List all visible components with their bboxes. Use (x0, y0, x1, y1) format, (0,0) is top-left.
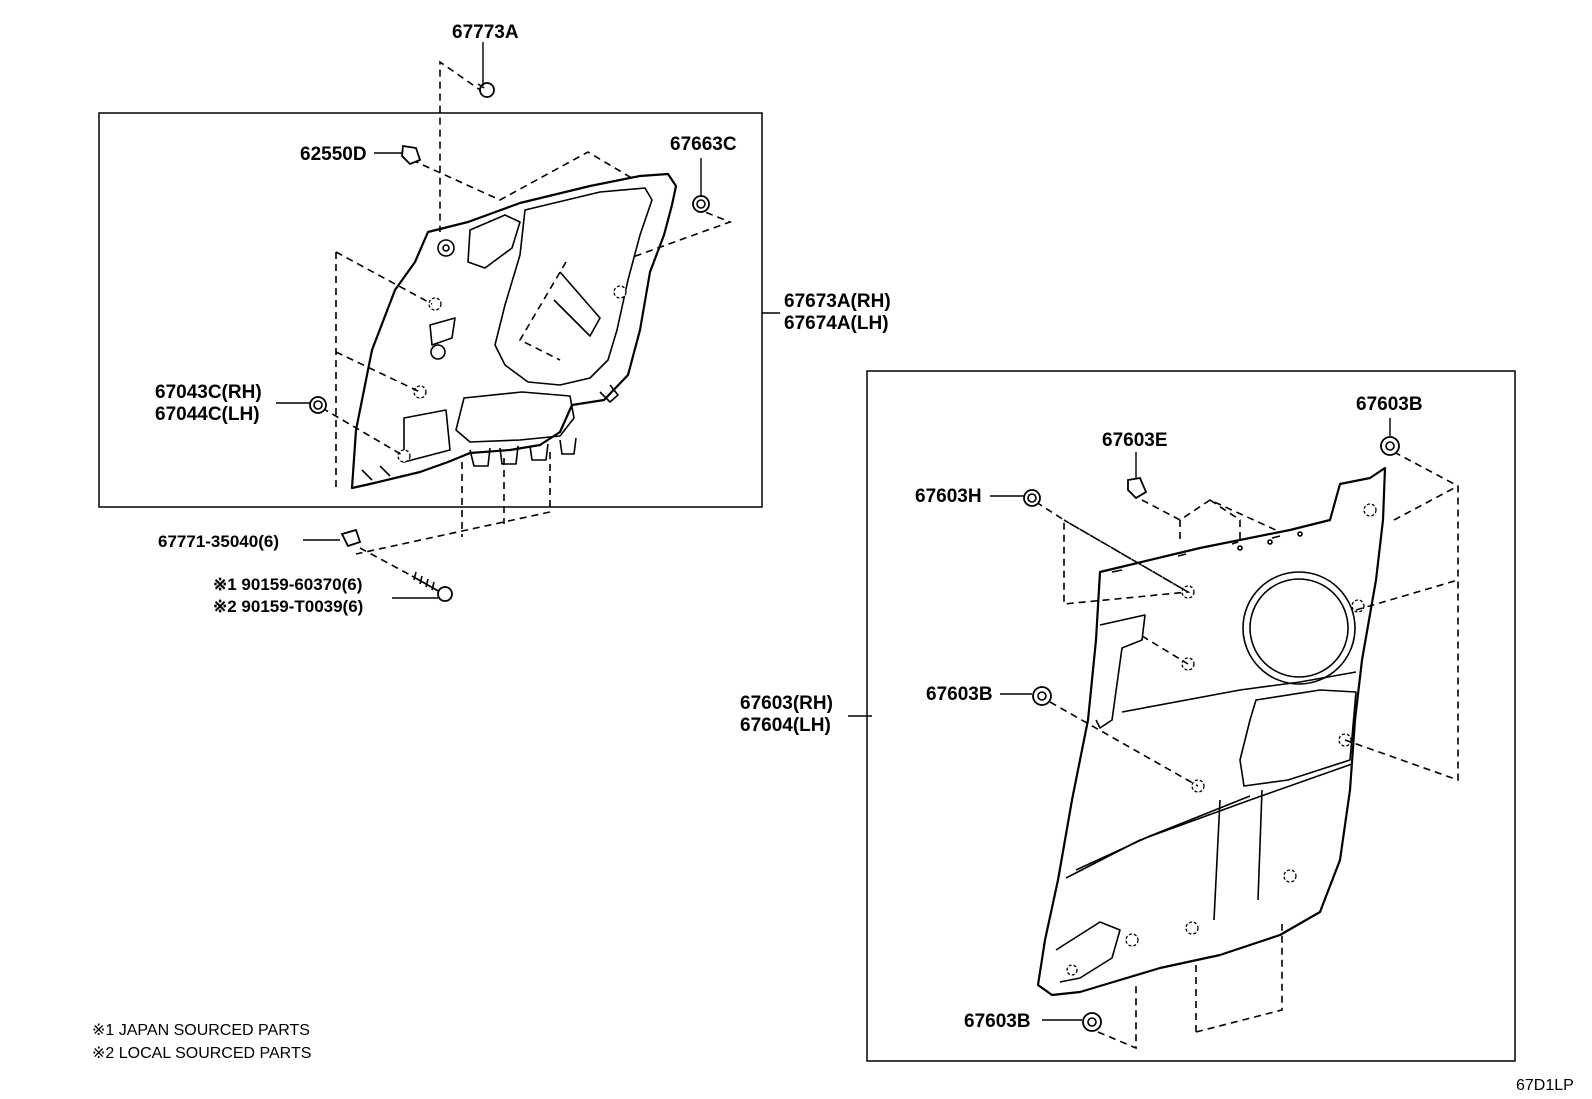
label-67043C: 67043C(RH) (155, 382, 262, 403)
footnote-japan-sourced: ※1 JAPAN SOURCED PARTS (92, 1022, 310, 1039)
label-67673A: 67673A(RH) (784, 291, 891, 312)
label-67663C: 67663C (670, 134, 737, 155)
label-67773A: 67773A (452, 22, 519, 43)
label-90159b: ※2 90159-T0039(6) (213, 597, 363, 616)
clip-62550D-icon (401, 144, 422, 166)
label-67771: 67771-35040(6) (158, 532, 279, 551)
lower-dashed-guides (1035, 451, 1459, 1050)
label-67603B-mid: 67603B (926, 684, 993, 705)
label-67604: 67604(LH) (740, 715, 831, 736)
quarter-trim-panel-lower (1036, 466, 1387, 997)
footnote-local-sourced: ※2 LOCAL SOURCED PARTS (92, 1045, 311, 1062)
label-67044C: 67044C(LH) (155, 404, 260, 425)
label-67603E: 67603E (1102, 430, 1168, 451)
diagram-code: 67D1LP (1516, 1077, 1574, 1094)
label-67603B-top: 67603B (1356, 394, 1423, 415)
clip-67043C-icon (309, 396, 327, 414)
label-67603: 67603(RH) (740, 693, 833, 714)
upper-assembly-frame (98, 112, 763, 508)
clip-67603B-mid-icon (1032, 686, 1052, 706)
label-90159a: ※1 90159-60370(6) (213, 575, 362, 594)
label-67674A: 67674A(LH) (784, 313, 889, 334)
clip-67603H-icon (1023, 489, 1041, 507)
clip-67771-icon (340, 528, 362, 548)
label-62550D: 62550D (300, 144, 367, 165)
clip-67603B-top-icon (1380, 436, 1400, 456)
clip-67663C-icon (692, 195, 710, 213)
upper-dashed-guides (321, 60, 733, 555)
label-67603H: 67603H (915, 486, 982, 507)
label-67603B-bot: 67603B (964, 1011, 1031, 1032)
clip-67603B-bot-icon (1082, 1012, 1102, 1032)
fastener-67773A-icon (477, 82, 495, 98)
screw-90159-icon (359, 547, 453, 602)
clip-67603E-icon (1127, 476, 1148, 500)
quarter-trim-panel-upper (350, 172, 678, 490)
